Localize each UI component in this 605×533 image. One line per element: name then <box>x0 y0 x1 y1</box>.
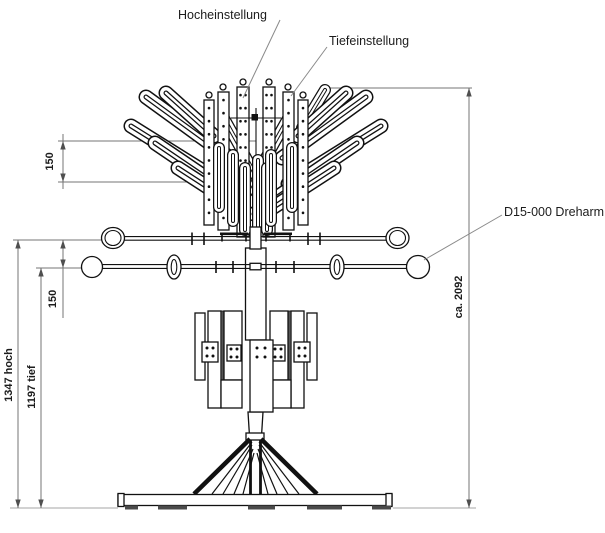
callout-tiefeinstellung: Tiefeinstellung <box>290 34 409 97</box>
clamp-bolt <box>251 114 258 121</box>
arm-hub <box>249 226 262 250</box>
dim-text-hoch: 1347 hoch <box>3 348 15 402</box>
dimension-ca-2092: ca. 2092 <box>453 88 472 508</box>
upper-rotating-arm <box>100 226 410 250</box>
base-foot <box>125 505 138 510</box>
base-foot <box>372 505 391 510</box>
slat-stack <box>194 310 318 413</box>
callout-hocheinstellung: Hocheinstellung <box>178 8 281 99</box>
arm-ball-left <box>80 255 104 279</box>
dim-text-arm-gap: 150 <box>47 290 59 308</box>
arm-ring <box>329 254 345 280</box>
top-eyelet <box>265 78 273 86</box>
callout-dreharm: D15-000 Dreharm <box>423 205 604 261</box>
lower-rotating-arm <box>80 254 431 280</box>
callout-text-tiefeinstellung: Tiefeinstellung <box>329 34 409 48</box>
top-eyelet <box>284 83 292 91</box>
base-plate <box>117 492 393 510</box>
top-eyelet <box>239 78 247 86</box>
dim-text-hook-range: 150 <box>44 152 56 170</box>
dim-text-total: ca. 2092 <box>453 276 465 319</box>
slat-plate <box>226 344 242 362</box>
top-eyelet <box>219 83 227 91</box>
base-foot <box>248 505 275 510</box>
top-eyelet <box>299 91 307 99</box>
top-eyelet <box>205 91 213 99</box>
dimension-150-hook-range: 150 <box>44 134 66 189</box>
base-foot <box>307 505 342 510</box>
dimension-150-arm-gap: 150 <box>47 240 66 318</box>
arm-ring <box>166 254 182 280</box>
slat-plate <box>293 341 311 363</box>
slat-plate <box>201 341 219 363</box>
dimension-1197-tief: 1197 tief <box>26 268 44 508</box>
tripod-base <box>192 432 319 496</box>
callout-text-dreharm: D15-000 Dreharm <box>504 205 604 219</box>
arm-hub <box>249 262 262 271</box>
dim-text-tief: 1197 tief <box>26 365 38 409</box>
center-plate <box>249 339 274 413</box>
callout-text-hocheinstellung: Hocheinstellung <box>178 8 267 22</box>
dimension-1347-hoch: 1347 hoch <box>3 240 21 508</box>
base-foot <box>158 505 187 510</box>
arm-ball-right <box>405 254 431 280</box>
